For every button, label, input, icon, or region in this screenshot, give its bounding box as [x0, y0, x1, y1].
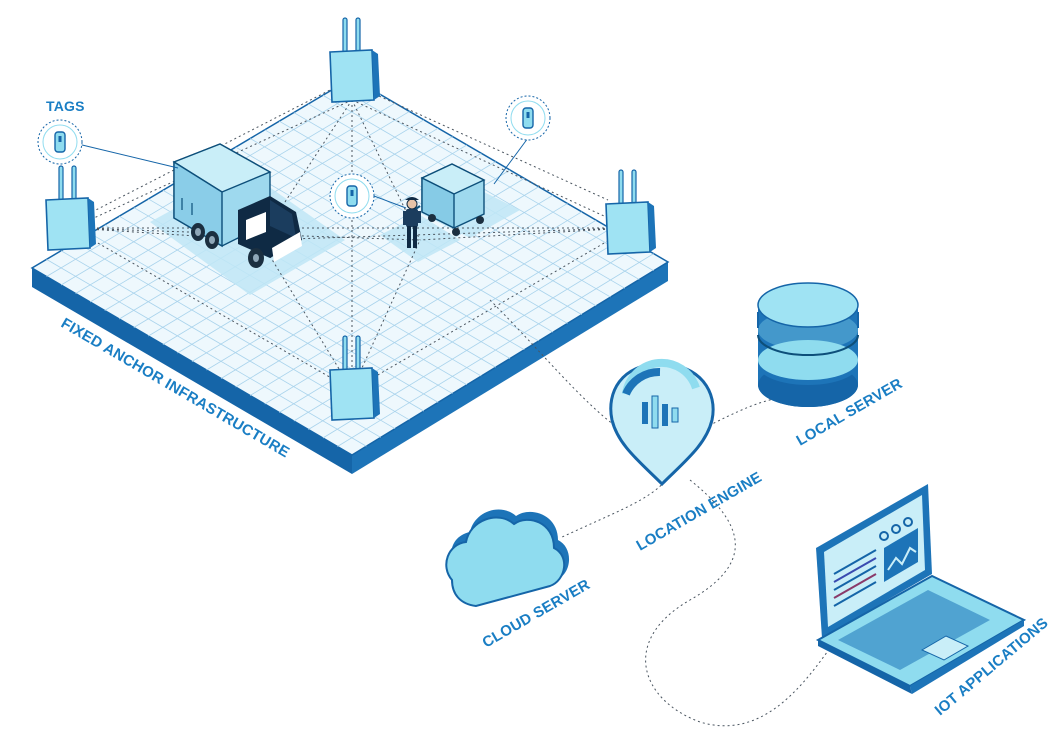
- grid-line: [235, 194, 554, 388]
- cart-icon: [407, 163, 486, 236]
- location-pin-icon: [609, 358, 715, 487]
- anchor-icon: [45, 165, 96, 251]
- cloud-icon: [445, 509, 570, 608]
- location-engine-label: LOCATION ENGINE: [634, 469, 765, 555]
- floor-zone-worker: [380, 215, 460, 262]
- tag-icon: [37, 119, 83, 165]
- anchor-icon: [605, 169, 656, 255]
- anchor-links: [71, 89, 631, 391]
- anchors: [45, 17, 656, 421]
- tag-icon: [329, 173, 375, 219]
- grid-line: [249, 203, 568, 396]
- grid-line: [46, 259, 367, 447]
- anchor-icon: [329, 335, 380, 421]
- truck-icon: [172, 143, 302, 268]
- system-links: [489, 299, 831, 727]
- grid-line: [337, 253, 654, 447]
- tags: [37, 95, 551, 219]
- laptop-icon: [815, 484, 1027, 694]
- grid-line: [60, 250, 381, 438]
- tags-label: TAGS: [46, 98, 85, 114]
- database-icon: [757, 282, 859, 407]
- laptop-screen-content: [833, 517, 918, 607]
- platform-left-side: [32, 268, 352, 474]
- tag-links: [77, 137, 529, 209]
- grid-line: [264, 211, 583, 405]
- tag-icon: [505, 95, 551, 141]
- anchor-icon: [329, 17, 380, 103]
- worker-icon: [403, 197, 421, 248]
- grid-line: [119, 215, 439, 403]
- platform-right-side: [352, 262, 668, 474]
